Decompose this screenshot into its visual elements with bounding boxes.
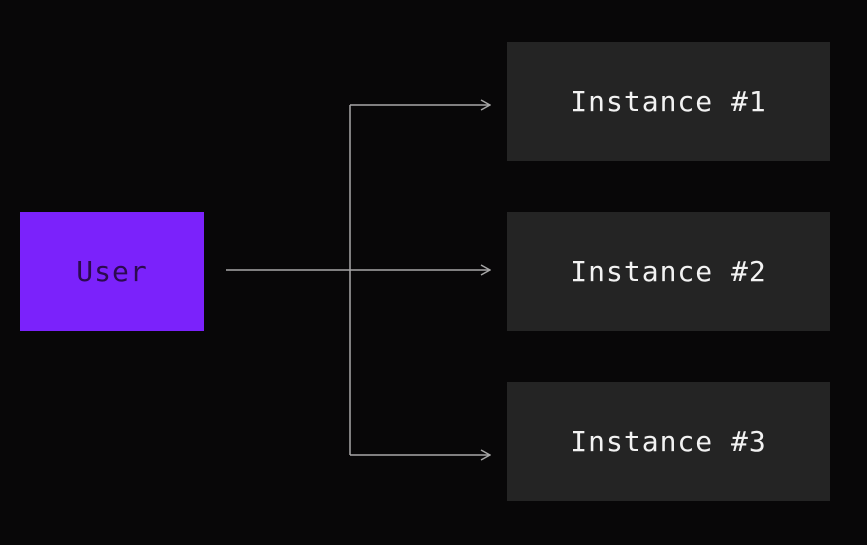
instance-node-3: Instance #3 (507, 382, 830, 501)
instance-node-1: Instance #1 (507, 42, 830, 161)
instance-1-label: Instance #1 (570, 85, 767, 118)
user-node: User (20, 212, 204, 331)
user-label: User (76, 255, 148, 288)
instance-node-2: Instance #2 (507, 212, 830, 331)
instance-3-label: Instance #3 (570, 425, 767, 458)
instance-2-label: Instance #2 (570, 255, 767, 288)
